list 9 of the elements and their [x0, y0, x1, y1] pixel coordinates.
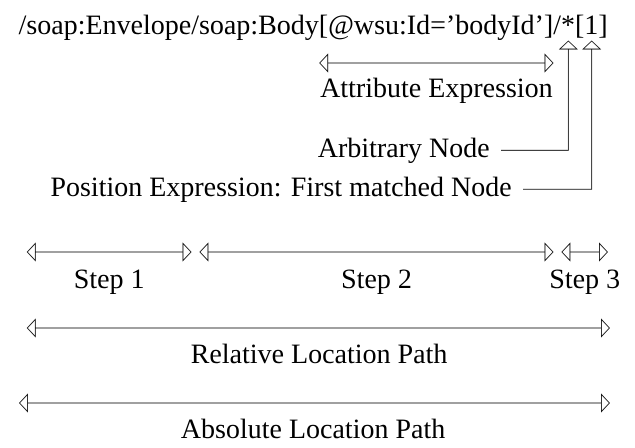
- span-label: Step 3: [551, 269, 619, 294]
- span-label: Attribute Expression: [320, 78, 552, 103]
- span-label: Relative Location Path: [192, 344, 447, 364]
- span-label: Absolute Location Path: [181, 418, 445, 438]
- xpath-expression: /soap:Envelope/soap:Body[@wsu:Id=’bodyId’]/*[1]: [18, 14, 606, 40]
- span-label: Step 2: [342, 269, 410, 294]
- annotation-text: Arbitrary Node: [318, 138, 489, 164]
- annotation-text: Position Expression: First matched Node: [51, 176, 511, 202]
- span-label: Step 1: [76, 269, 143, 294]
